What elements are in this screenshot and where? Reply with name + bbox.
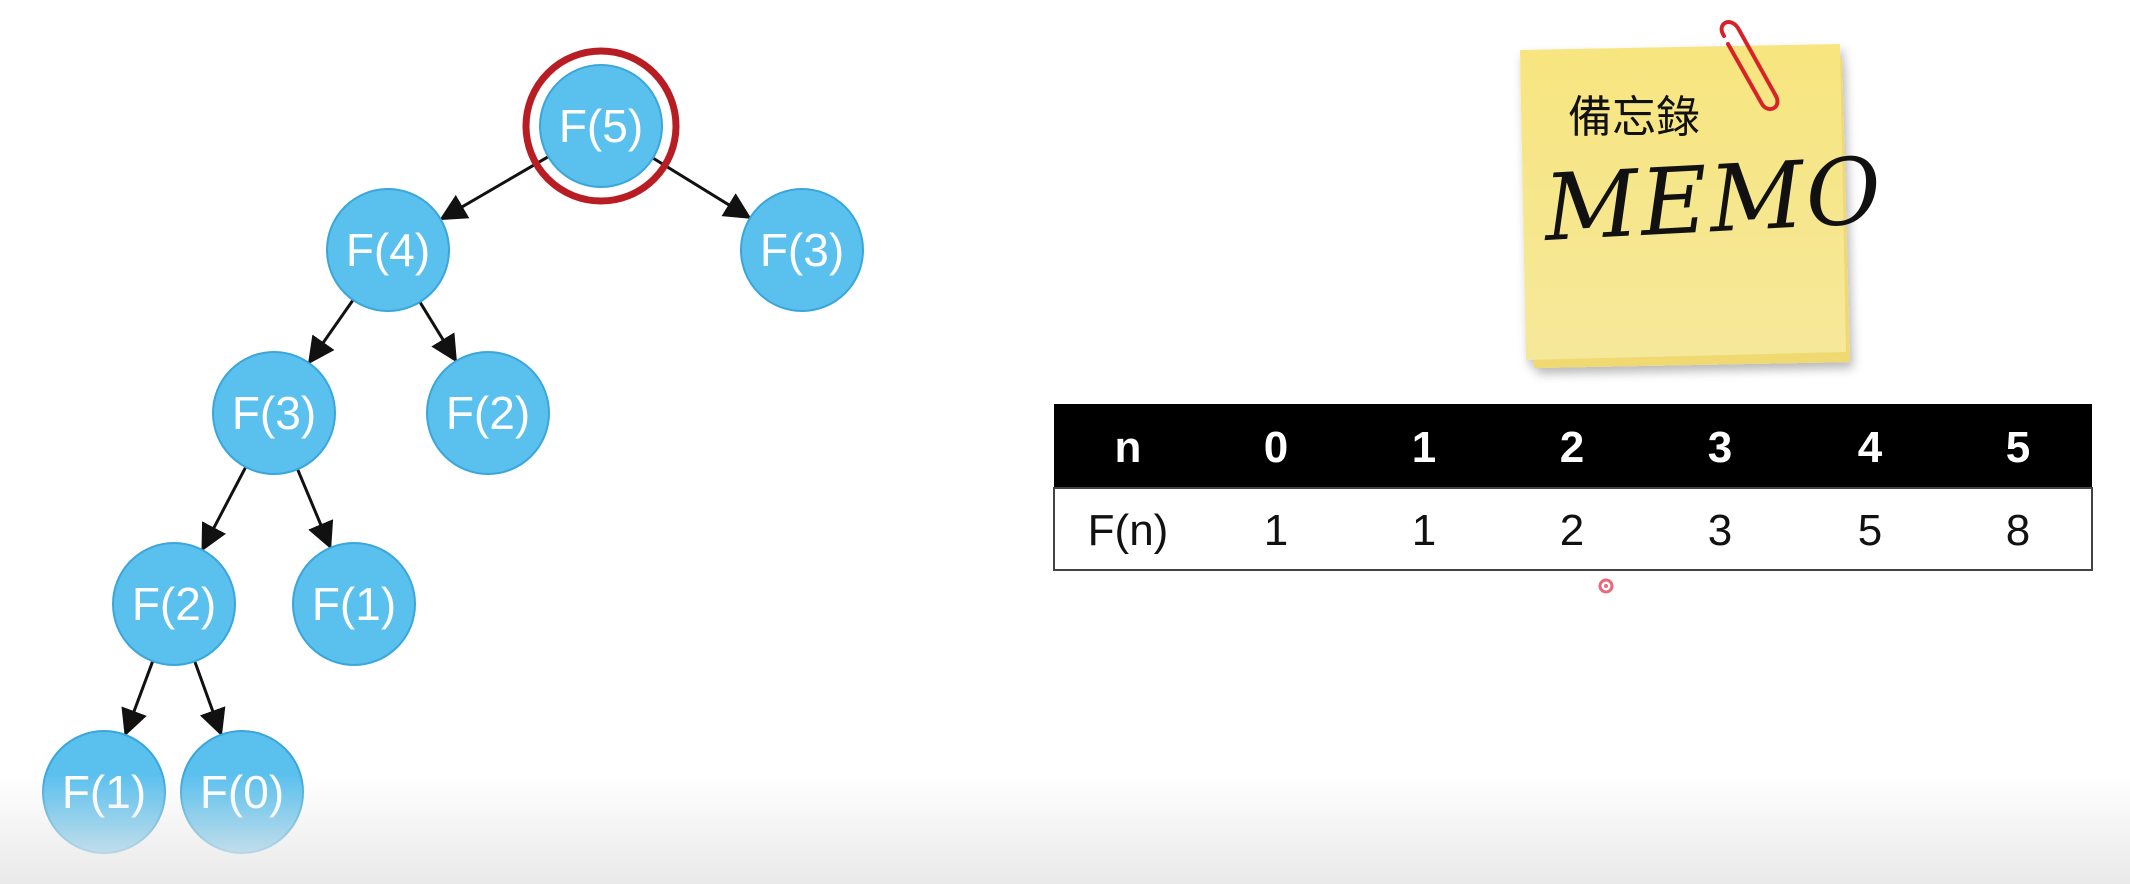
table-value-row: F(n) 1 1 2 3 5 8 — [1088, 506, 2031, 555]
tree-node-label: F(2) — [132, 578, 216, 630]
tree-node-label: F(5) — [559, 100, 643, 152]
tree-node-circle — [212, 351, 336, 475]
table-row-label: F(n) — [1088, 506, 1169, 555]
tree-edge-n3-n1r — [295, 466, 334, 550]
tree-node-n2: F(2) — [112, 542, 236, 666]
tree-edge-n5-n4 — [439, 154, 551, 221]
table-header-cell: 3 — [1708, 423, 1732, 472]
table-header-label: n — [1115, 423, 1142, 472]
memo-table: n 0 1 2 3 4 5 F(n) 1 1 2 3 5 8 — [1053, 404, 2093, 571]
memo-note: 備忘錄 MEMO — [1520, 20, 1886, 368]
memo-note-sheet — [1520, 44, 1846, 360]
table-value-cell: 1 — [1412, 506, 1436, 555]
tree-node-label: F(2) — [446, 387, 530, 439]
table-value-cell: 8 — [2006, 506, 2030, 555]
table-header-cell: 4 — [1858, 423, 1883, 472]
tree-node-label: F(3) — [232, 387, 316, 439]
tree-node-n5: F(5) — [522, 47, 680, 205]
table-header-row: n 0 1 2 3 4 5 — [1115, 423, 2031, 472]
tree-node-circle — [426, 351, 550, 475]
table-header-bg — [1054, 404, 2092, 488]
highlight-ring — [522, 47, 680, 205]
tree-node-circle — [292, 542, 416, 666]
tree-node-n2r: F(2) — [426, 351, 550, 475]
cursor-icon — [1598, 578, 1614, 594]
tree-edge-n2-n0 — [192, 658, 226, 737]
tree-node-label: F(1) — [312, 578, 396, 630]
table-value-cell: 2 — [1560, 506, 1584, 555]
table-value-cell: 1 — [1264, 506, 1288, 555]
recursion-tree: F(5)F(4)F(3)F(3)F(2)F(2)F(1)F(1)F(0) — [42, 47, 864, 854]
table-value-cell: 5 — [1858, 506, 1882, 555]
tree-node-label: F(4) — [346, 224, 430, 276]
memo-title-cjk: 備忘錄 — [1568, 92, 1700, 143]
tree-node-n3: F(3) — [212, 351, 336, 475]
bottom-fade — [0, 774, 2130, 884]
tree-edge-n2-n1 — [121, 658, 155, 737]
tree-node-circle — [326, 188, 450, 312]
table-header-cell: 5 — [2006, 423, 2030, 472]
paperclip-icon — [1719, 20, 1780, 112]
tree-node-circle — [539, 64, 663, 188]
tree-node-circle — [740, 188, 864, 312]
tree-node-n3r: F(3) — [740, 188, 864, 312]
tree-node-n4: F(4) — [326, 188, 450, 312]
tree-node-n1r: F(1) — [292, 542, 416, 666]
tree-edge-n4-n3 — [307, 297, 356, 365]
table-header-cell: 2 — [1560, 423, 1584, 472]
tree-node-circle — [112, 542, 236, 666]
table-body-bg — [1053, 487, 2093, 571]
tree-node-label: F(3) — [760, 224, 844, 276]
memo-title-en: MEMO — [1540, 137, 1886, 262]
tree-edge-n4-n2r — [417, 299, 457, 363]
table-header-cell: 1 — [1412, 423, 1436, 472]
table-value-cell: 3 — [1708, 506, 1732, 555]
tree-edge-n3-n2 — [201, 464, 248, 552]
tree-nodes: F(5)F(4)F(3)F(3)F(2)F(2)F(1)F(1)F(0) — [42, 47, 864, 854]
table-header-cell: 0 — [1264, 423, 1288, 472]
